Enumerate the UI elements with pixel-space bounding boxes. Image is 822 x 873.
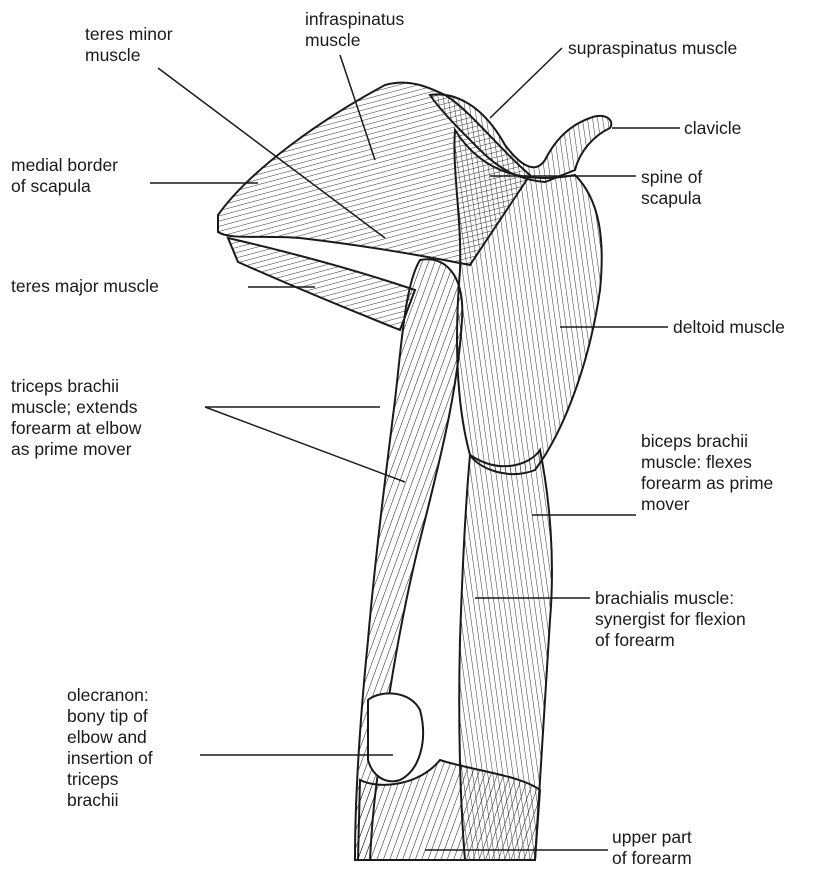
deltoid-shape	[454, 130, 601, 474]
label-brachialis: brachialis muscle: synergist for flexion…	[595, 588, 746, 651]
label-clavicle: clavicle	[684, 118, 741, 139]
label-infraspinatus: infraspinatus muscle	[305, 9, 404, 51]
label-biceps: biceps brachii muscle: flexes forearm as…	[641, 431, 773, 515]
teres-major-shape	[228, 238, 415, 330]
label-teres-major: teres major muscle	[11, 276, 159, 297]
label-olecranon: olecranon: bony tip of elbow and inserti…	[67, 685, 153, 811]
label-medial-border: medial border of scapula	[11, 155, 118, 197]
label-supraspinatus: supraspinatus muscle	[568, 38, 737, 59]
leader-supraspinatus	[490, 48, 562, 118]
label-teres-minor: teres minor muscle	[85, 24, 173, 66]
olecranon-shape	[368, 693, 423, 781]
label-deltoid: deltoid muscle	[673, 317, 785, 338]
leader-triceps-b	[205, 407, 405, 482]
label-triceps: triceps brachii muscle; extends forearm …	[11, 376, 141, 460]
label-forearm: upper part of forearm	[612, 827, 692, 869]
label-spine-of-scapula: spine of scapula	[641, 167, 702, 209]
